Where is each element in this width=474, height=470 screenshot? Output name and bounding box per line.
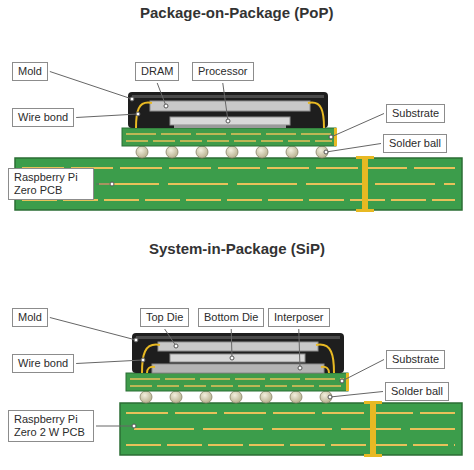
substrate: [126, 373, 349, 391]
callout-label: Mold: [12, 62, 48, 81]
dram-die: [150, 101, 310, 111]
substrate: [122, 128, 337, 146]
leader-line: [76, 360, 143, 364]
callout-label: Solder ball: [385, 382, 449, 401]
callout-label: Substrate: [386, 350, 445, 369]
leader-dot: [136, 112, 140, 116]
callout-label: Raspberry Pi Zero PCB: [8, 168, 94, 200]
callout-label: Substrate: [386, 104, 445, 123]
leader-dot: [329, 135, 333, 139]
pcb-board: [120, 401, 462, 457]
wire-bonds: [142, 345, 334, 373]
leader-line: [50, 72, 132, 100]
leader-dot: [134, 338, 138, 342]
leader-dot: [132, 424, 136, 428]
leader-dot: [324, 150, 328, 154]
leader-line: [331, 114, 384, 138]
solder-balls: [136, 146, 328, 158]
callout-label: Solder ball: [383, 134, 447, 153]
leader-line: [223, 83, 228, 121]
leader-line: [231, 329, 233, 358]
leader-line: [330, 392, 383, 398]
interposer: [152, 364, 324, 373]
leader-dot: [174, 344, 178, 348]
leader-dot: [226, 119, 230, 123]
mold: [128, 92, 328, 128]
leader-line: [50, 318, 136, 341]
top-die: [158, 342, 318, 351]
leader-dot: [328, 395, 332, 399]
solder-balls: [140, 391, 332, 403]
leader-dot: [298, 366, 302, 370]
processor-die: [170, 117, 290, 125]
leader-dot: [141, 358, 145, 362]
leader-line: [342, 360, 384, 382]
leader-line: [165, 329, 176, 346]
leader-dot: [130, 97, 134, 101]
leader-line: [96, 426, 134, 427]
leader-dot: [230, 356, 234, 360]
leader-line: [157, 83, 166, 106]
callout-label: Interposer: [268, 308, 330, 327]
leader-dot: [110, 182, 114, 186]
mold: [132, 333, 344, 373]
callout-label: Top Die: [140, 308, 189, 327]
section-heading: System-in-Package (SiP): [149, 240, 325, 257]
leader-dot: [340, 379, 344, 383]
die-attach: [174, 125, 286, 128]
leader-dot: [164, 104, 168, 108]
leader-line: [299, 329, 300, 368]
bottom-die: [170, 354, 305, 362]
callout-label: DRAM: [135, 62, 179, 81]
wire-bonds: [136, 103, 324, 128]
callout-label: Wire bond: [12, 354, 74, 373]
diagram-title: Package-on-Package (PoP): [140, 4, 333, 21]
callout-label: Bottom Die: [198, 308, 264, 327]
callout-label: Processor: [192, 62, 254, 81]
callout-label: Wire bond: [12, 108, 74, 127]
callout-label: Raspberry Pi Zero 2 W PCB: [8, 410, 94, 442]
leader-line: [326, 144, 381, 153]
callout-label: Mold: [12, 308, 48, 327]
leader-line: [76, 114, 138, 118]
